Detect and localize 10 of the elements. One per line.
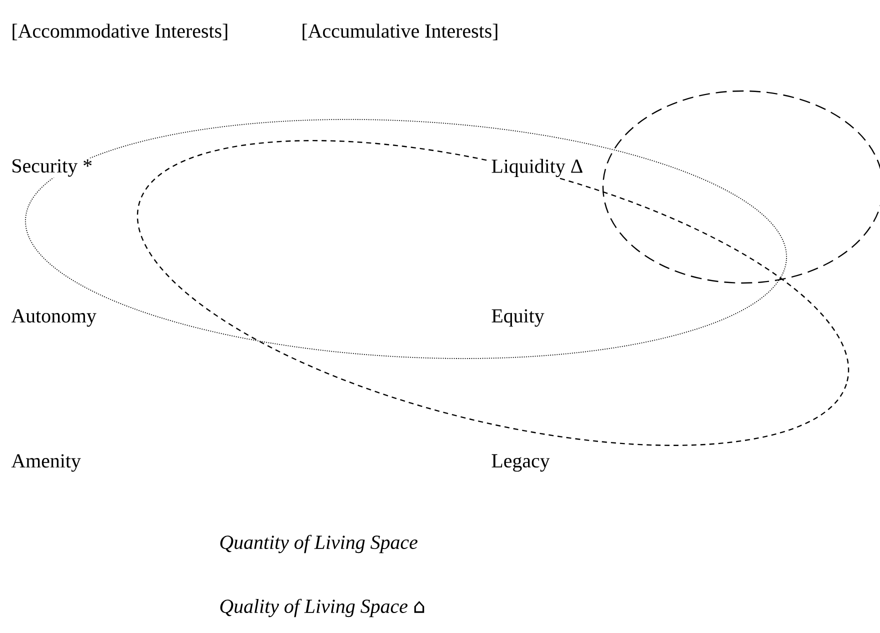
note-text: Quantity of Living Space xyxy=(218,534,419,554)
interest-label: Legacy xyxy=(490,453,551,473)
column-heading: [Accommodative Interests] xyxy=(10,22,230,42)
interest-label: Security * xyxy=(10,158,94,178)
note-text: Quality of Living Space ⌂ xyxy=(218,598,427,618)
interest-label: Autonomy xyxy=(10,308,98,328)
interest-label: Amenity xyxy=(10,453,82,473)
column-heading: [Accumulative Interests] xyxy=(300,22,500,42)
interest-label: Liquidity Δ xyxy=(490,158,584,178)
interest-label: Equity xyxy=(490,308,546,328)
